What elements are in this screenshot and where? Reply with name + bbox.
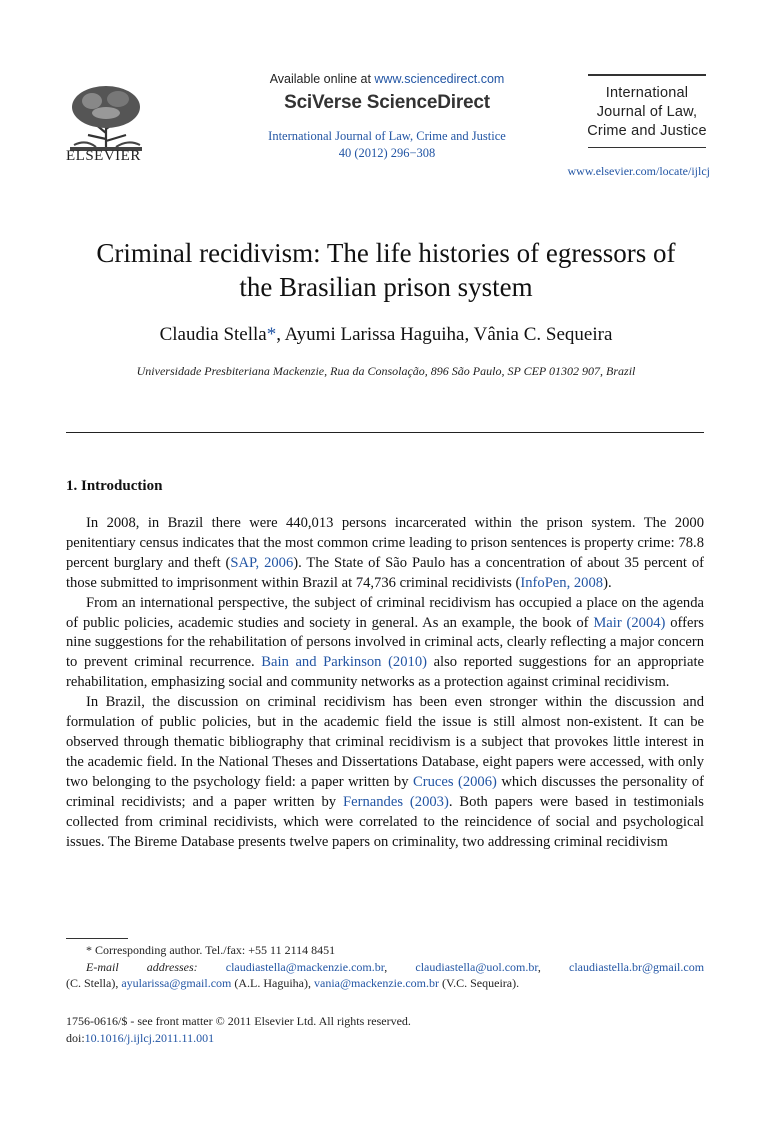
- citation-link[interactable]: Fernandes (2003): [343, 793, 449, 810]
- corresponding-author-mark[interactable]: *: [266, 324, 277, 345]
- author-tag: (V.C. Sequeira).: [442, 976, 520, 991]
- email-link[interactable]: ayularissa@gmail.com: [121, 976, 232, 991]
- email-label: E-mail addresses:: [86, 959, 198, 974]
- article-body: In 2008, in Brazil there were 440,013 pe…: [66, 514, 704, 852]
- citation-link[interactable]: Bain and Parkinson (2010): [261, 654, 427, 671]
- header-divider: [66, 432, 704, 433]
- elsevier-tree-logo: [66, 83, 146, 153]
- available-prefix: Available online at: [269, 72, 375, 86]
- affiliation: Universidade Presbiteriana Mackenzie, Ru…: [136, 364, 636, 378]
- footnote-divider: [66, 938, 128, 939]
- email-addresses-cont: (C. Stella), ayularissa@gmail.com (A.L. …: [66, 975, 704, 992]
- text-run: ).: [603, 574, 612, 591]
- email-link[interactable]: claudiastella@mackenzie.com.br: [225, 959, 385, 974]
- email-link[interactable]: claudiastella.br@gmail.com: [569, 959, 705, 974]
- article-title-line: Criminal recidivism: The life histories …: [96, 238, 676, 268]
- footnotes: * Corresponding author. Tel./fax: +55 11…: [66, 942, 704, 992]
- separator: ,: [537, 959, 541, 974]
- corresponding-author-note: * Corresponding author. Tel./fax: +55 11…: [86, 943, 336, 957]
- journal-url-link[interactable]: www.elsevier.com/locate/ijlcj: [567, 164, 710, 178]
- author-name: Claudia Stella: [159, 324, 267, 345]
- section-heading: 1. Introduction: [66, 478, 163, 494]
- author-tag: (C. Stella),: [66, 976, 119, 991]
- doi-prefix: doi:: [66, 1030, 85, 1045]
- citation-link[interactable]: InfoPen, 2008: [520, 574, 604, 591]
- journal-title-line: Journal of Law,: [596, 104, 698, 120]
- journal-title-block: International Journal of Law, Crime and …: [584, 74, 710, 148]
- email-addresses: E-mail addresses: claudiastella@mackenzi…: [66, 959, 704, 976]
- copyright-line: 1756-0616/$ - see front matter © 2011 El…: [66, 1014, 411, 1028]
- journal-ref-name[interactable]: International Journal of Law, Crime and …: [268, 129, 506, 143]
- text-run: In Brazil, the discussion on criminal re…: [66, 694, 704, 790]
- email-link[interactable]: vania@mackenzie.com.br: [314, 976, 439, 991]
- separator: ,: [384, 959, 388, 974]
- publisher-logo-text: ELSEVIER: [66, 148, 141, 164]
- text-run: In 2008, in Brazil there were 440,013 pe…: [66, 515, 704, 571]
- article-title-line: the Brasilian prison system: [239, 272, 533, 302]
- journal-title-line: Crime and Justice: [587, 123, 707, 139]
- text-run: offers nine suggestions for the rehabili…: [66, 614, 704, 671]
- citation-link[interactable]: SAP, 2006: [230, 554, 294, 571]
- paragraph: In Brazil, the discussion on criminal re…: [66, 693, 704, 852]
- sciencedirect-block: Available online at www.sciencedirect.co…: [212, 70, 562, 162]
- sciencedirect-link[interactable]: www.sciencedirect.com: [374, 72, 505, 86]
- citation-link[interactable]: Mair (2004): [593, 614, 666, 631]
- text-run: also reported suggestions for an appropr…: [66, 654, 704, 691]
- journal-ref-volume[interactable]: 40 (2012) 296−308: [338, 146, 436, 160]
- other-authors: , Ayumi Larissa Haguiha, Vânia C. Sequei…: [276, 324, 613, 345]
- article-header: ELSEVIER Available online at www.science…: [62, 70, 710, 190]
- journal-title: International Journal of Law, Crime and …: [584, 84, 710, 141]
- sciverse-brand: SciVerse ScienceDirect: [284, 92, 490, 113]
- text-run: From an international perspective, the s…: [66, 594, 704, 631]
- journal-reference[interactable]: International Journal of Law, Crime and …: [212, 128, 562, 162]
- doi-link[interactable]: 10.1016/j.ijlcj.2011.11.001: [84, 1030, 215, 1045]
- text-run: which discusses the personality of crimi…: [66, 773, 705, 810]
- available-online: Available online at www.sciencedirect.co…: [212, 72, 562, 86]
- journal-title-rule-top: [588, 74, 706, 76]
- paragraph: In 2008, in Brazil there were 440,013 pe…: [66, 514, 704, 594]
- journal-title-line: International: [605, 85, 689, 101]
- text-run: . Both papers were based in testimonials…: [66, 793, 704, 850]
- author-list: Claudia Stella*, Ayumi Larissa Haguiha, …: [62, 324, 710, 346]
- email-link[interactable]: claudiastella@uol.com.br: [415, 959, 538, 974]
- author-tag: (A.L. Haguiha),: [234, 976, 311, 991]
- copyright-block: 1756-0616/$ - see front matter © 2011 El…: [66, 1013, 704, 1046]
- paragraph: From an international perspective, the s…: [66, 594, 704, 694]
- citation-link[interactable]: Cruces (2006): [412, 773, 497, 790]
- article-title: Criminal recidivism: The life histories …: [62, 236, 710, 304]
- journal-title-rule-bottom: [588, 147, 706, 148]
- doi-line: doi:10.1016/j.ijlcj.2011.11.001: [66, 1030, 704, 1047]
- text-run: ). The State of São Paulo has a concentr…: [66, 554, 704, 591]
